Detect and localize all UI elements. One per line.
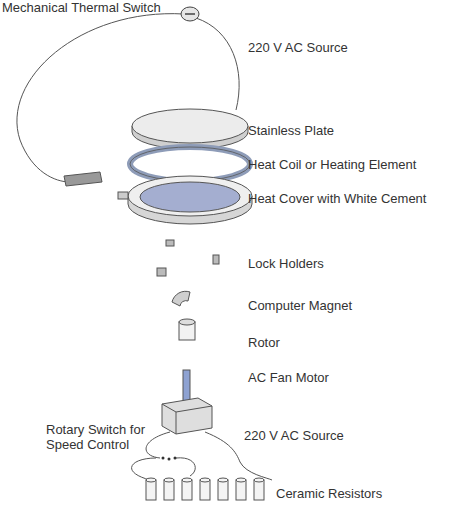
- wire: [176, 458, 195, 476]
- part-label: Lock Holders: [248, 256, 324, 271]
- rotary-switch: [162, 457, 165, 460]
- part-label: Rotary Switch for Speed Control: [46, 422, 164, 452]
- wire: [17, 14, 184, 182]
- coil-terminal: [64, 172, 102, 186]
- part-label: 220 V AC Source: [244, 428, 344, 443]
- fan-motor: [162, 404, 212, 434]
- ceramic-resistors: [146, 478, 264, 500]
- part-label: 220 V AC Source: [248, 40, 348, 55]
- rotary-switch: [168, 458, 171, 461]
- part-label: Mechanical Thermal Switch: [2, 0, 161, 15]
- cover-tab: [118, 192, 128, 199]
- motor-shaft: [183, 370, 190, 402]
- part-label: AC Fan Motor: [248, 370, 329, 385]
- computer-magnet: [172, 291, 190, 306]
- wire: [146, 432, 170, 458]
- wire: [196, 18, 239, 110]
- lock-holder: [213, 255, 219, 264]
- white-cement: [140, 182, 240, 212]
- fan-motor: [162, 398, 212, 434]
- thermal-switch: [181, 7, 199, 21]
- rotary-switch: [174, 457, 177, 460]
- lock-holder: [157, 268, 166, 276]
- lock-holder: [166, 240, 174, 246]
- part-label: Heat Coil or Heating Element: [248, 157, 416, 172]
- heat-cover: [128, 176, 252, 216]
- part-label: Computer Magnet: [248, 298, 352, 313]
- part-label: Heat Cover with White Cement: [248, 191, 426, 206]
- rotor: [179, 319, 195, 325]
- wire: [132, 458, 156, 480]
- part-label: Rotor: [248, 335, 280, 350]
- thermal-switch: [185, 13, 195, 15]
- part-label: Ceramic Resistors: [276, 486, 382, 501]
- part-label: Stainless Plate: [248, 123, 334, 138]
- stainless-plate: [132, 109, 248, 143]
